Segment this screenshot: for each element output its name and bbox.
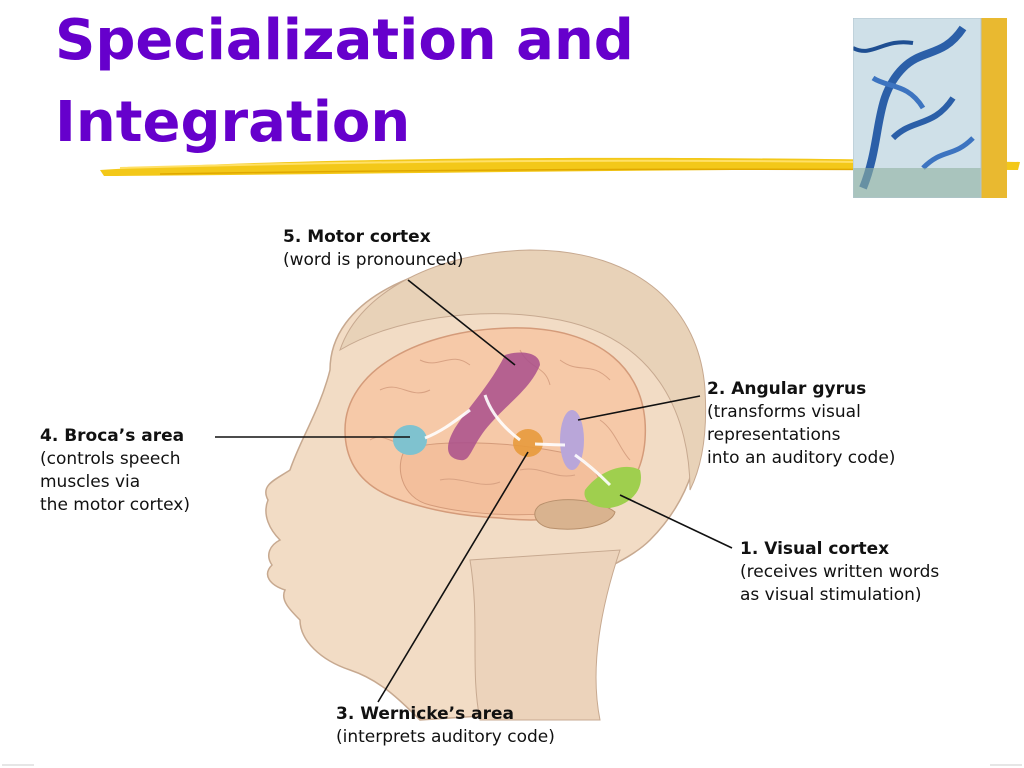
visual-cortex-desc-1: (receives written words [740, 562, 940, 582]
wernickes-area-region [513, 429, 543, 457]
brocas-area-desc-3: the motor cortex) [40, 495, 190, 515]
angular-gyrus-desc-3: into an auditory code) [707, 448, 896, 468]
title-line-2: Integration [55, 90, 411, 155]
wernickes-area-title: 3. Wernicke’s area [336, 704, 515, 724]
brocas-area-title: 4. Broca’s area [40, 426, 185, 446]
motor-cortex-region [448, 352, 540, 461]
textbook-cover-image [853, 18, 1007, 198]
brocas-area-desc-1: (controls speech [40, 449, 181, 469]
footer-mark-right [990, 764, 1022, 766]
label-brocas-area: 4. Broca’s area (controls speech muscles… [40, 425, 190, 517]
brocas-area-desc-2: muscles via [40, 472, 141, 492]
angular-gyrus-title: 2. Angular gyrus [707, 379, 867, 399]
brocas-area-region [393, 425, 427, 455]
visual-cortex-desc-2: as visual stimulation) [740, 585, 922, 605]
label-visual-cortex: 1. Visual cortex (receives written words… [740, 538, 939, 607]
wernickes-area-desc: (interprets auditory code) [336, 727, 555, 747]
visual-cortex-title: 1. Visual cortex [740, 539, 890, 559]
title-line-1: Specialization and [55, 8, 634, 73]
angular-gyrus-region [560, 410, 584, 470]
motor-cortex-title: 5. Motor cortex [283, 227, 431, 247]
footer-mark-left [2, 764, 34, 766]
angular-gyrus-desc-1: (transforms visual [707, 402, 861, 422]
slide-title: Specialization and Integration [55, 0, 815, 164]
wernicke-leader-line [377, 451, 529, 703]
motor-leader-line [407, 279, 516, 366]
label-angular-gyrus: 2. Angular gyrus (transforms visual repr… [707, 378, 895, 470]
angular-gyrus-desc-2: representations [707, 425, 841, 445]
label-wernickes-area: 3. Wernicke’s area (interprets auditory … [336, 703, 555, 749]
visual-leader-line [619, 494, 733, 549]
label-motor-cortex: 5. Motor cortex (word is pronounced) [283, 226, 464, 272]
motor-cortex-desc: (word is pronounced) [283, 250, 464, 270]
brain-diagram [215, 249, 733, 721]
angular-leader-line [577, 395, 701, 421]
